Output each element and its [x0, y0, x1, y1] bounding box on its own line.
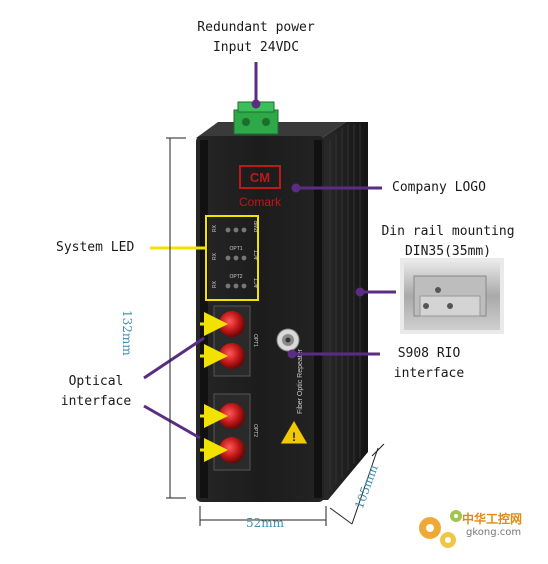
watermark-chinese: 中华工控网: [462, 512, 523, 526]
system-led-label: System LED: [56, 240, 135, 255]
height-dimension: 132mm: [120, 310, 134, 356]
svg-text:RX: RX: [212, 280, 218, 288]
din-rail-label: Din rail mounting DIN35(35mm): [380, 222, 516, 262]
svg-text:OPT2: OPT2: [252, 424, 258, 437]
svg-text:RX: RX: [212, 224, 218, 232]
din-rail-line1: Din rail mounting: [381, 224, 515, 239]
redundant-power-line2: Input 24VDC: [212, 40, 300, 55]
s908-rio-label: S908 RIO interface: [384, 344, 474, 384]
s908-rio-line1: S908 RIO: [397, 346, 461, 361]
s908-rio-line2: interface: [393, 366, 465, 381]
din-rail-image: [400, 258, 504, 334]
redundant-power-line1: Redundant power: [197, 20, 315, 35]
warning-label: !: [279, 419, 309, 445]
optical-interface-label: Optical interface: [54, 372, 138, 412]
svg-text:ACT: ACT: [254, 278, 260, 288]
optical-port-opt1-rx: [219, 343, 245, 369]
system-led-panel: RX RX RX OPT1 OPT2 PWR ACT ACT: [205, 215, 260, 301]
optical-port-opt2-tx: [219, 403, 245, 429]
leader-lines: [143, 62, 396, 440]
svg-text:OPT1: OPT1: [229, 246, 242, 252]
svg-text:PWR: PWR: [254, 220, 260, 232]
svg-text:ACT: ACT: [254, 250, 260, 260]
optical-port-opt1-tx: [219, 311, 245, 337]
product-name: Fiber Optic Repeater: [297, 348, 304, 414]
width-dimension: 52mm: [246, 516, 285, 530]
optical-line1: Optical: [68, 374, 124, 389]
optical-port-opt2-rx: [219, 437, 245, 463]
optical-line2: interface: [60, 394, 132, 409]
brand-logo: CM Comark: [239, 165, 282, 209]
svg-text:!: !: [292, 430, 296, 444]
dimension-lines: [166, 137, 385, 526]
svg-text:OPT1: OPT1: [252, 334, 258, 347]
watermark-domain: gkong.com: [466, 527, 522, 538]
svg-text:OPT2: OPT2: [229, 274, 242, 280]
brand-name: Comark: [239, 195, 282, 209]
company-logo-label: Company LOGO: [392, 180, 486, 195]
svg-text:RX: RX: [212, 252, 218, 260]
s908-rio-connector: [276, 328, 300, 352]
redundant-power-label: Redundant power Input 24VDC: [186, 18, 326, 58]
svg-text:CM: CM: [250, 170, 270, 185]
din-rail-line2: DIN35(35mm): [404, 244, 492, 259]
optical-connectors: OPT1 OPT2: [200, 305, 258, 471]
watermark-logo: [419, 510, 462, 548]
